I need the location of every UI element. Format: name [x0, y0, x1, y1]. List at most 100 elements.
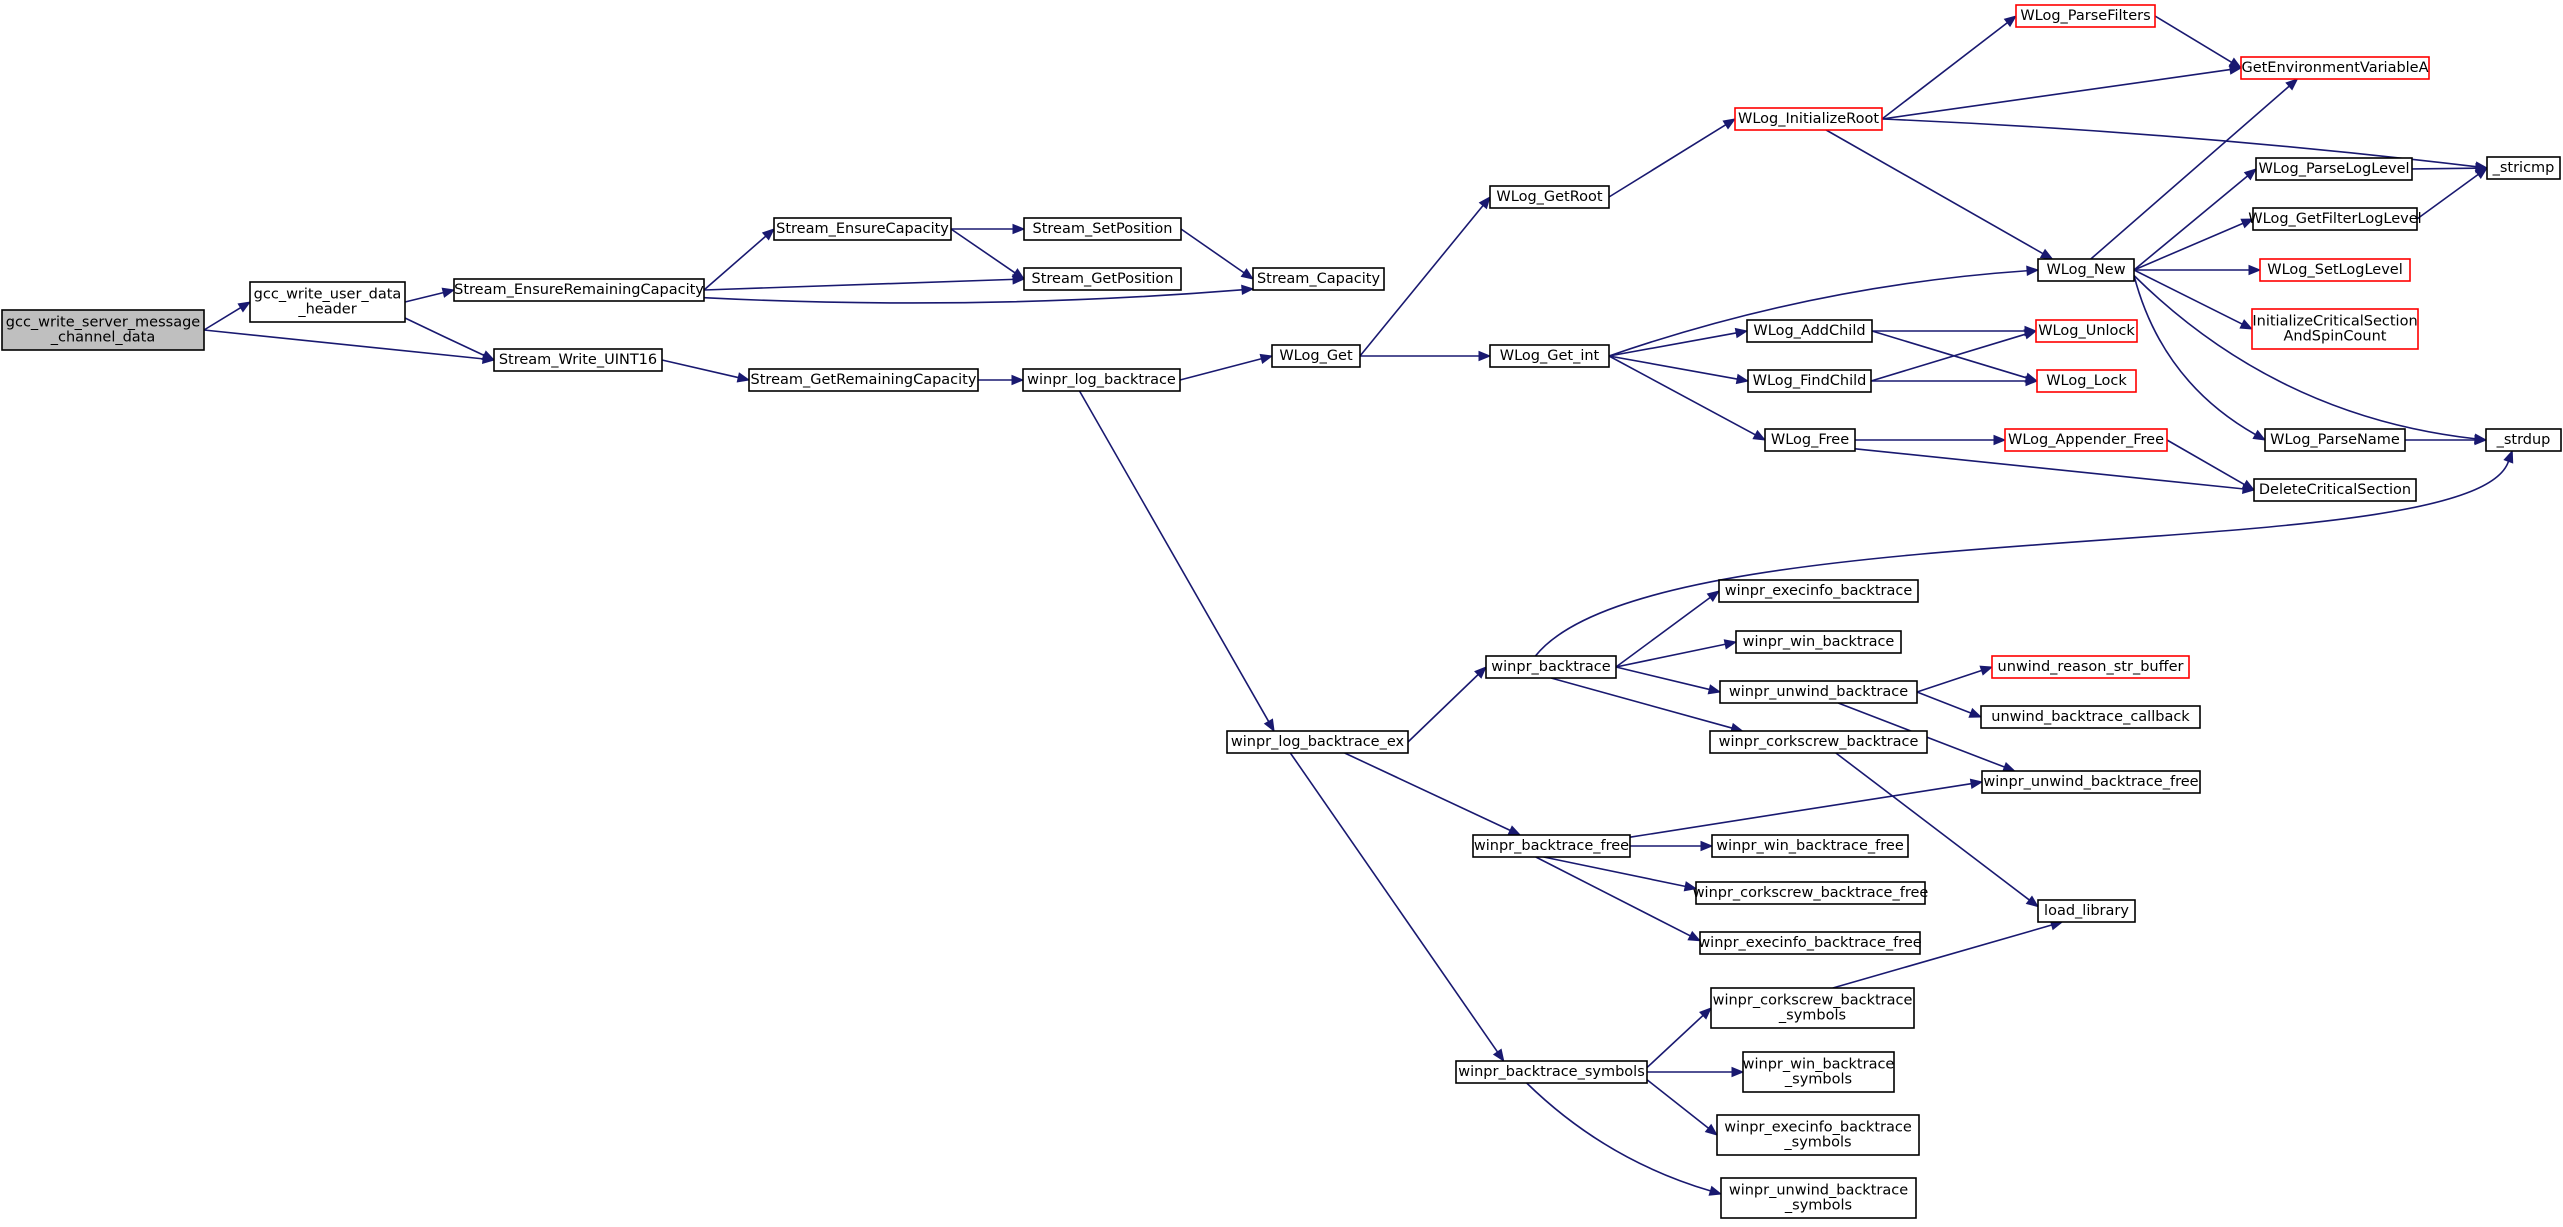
- node-box[interactable]: [1719, 680, 1918, 704]
- node-box[interactable]: [1485, 655, 1617, 679]
- node-box[interactable]: [1747, 369, 1872, 393]
- node-box[interactable]: [2037, 258, 2135, 282]
- node-ec[interactable]: Stream_EnsureCapacity: [773, 217, 952, 241]
- node-stricmp[interactable]: _stricmp: [2486, 156, 2561, 180]
- node-bt[interactable]: winpr_backtrace: [1485, 655, 1617, 679]
- node-winfree[interactable]: winpr_win_backtrace_free: [1711, 834, 1909, 858]
- node-box[interactable]: [1, 309, 205, 351]
- node-box[interactable]: [1022, 368, 1181, 392]
- node-btsym[interactable]: winpr_backtrace_symbols: [1455, 1060, 1648, 1084]
- node-wlbt[interactable]: winpr_log_backtrace: [1022, 368, 1181, 392]
- node-unlock[interactable]: WLog_Unlock: [2035, 319, 2138, 343]
- node-loadlib[interactable]: load_library: [2037, 899, 2136, 923]
- node-box[interactable]: [2264, 428, 2406, 452]
- node-box[interactable]: [1734, 107, 1883, 131]
- node-box[interactable]: [1226, 730, 1409, 754]
- node-box[interactable]: [1711, 834, 1909, 858]
- node-box[interactable]: [1981, 770, 2201, 794]
- node-wlget[interactable]: WLog_Get: [1271, 344, 1361, 368]
- node-execsym[interactable]: winpr_execinfo_backtrace_symbols: [1716, 1114, 1920, 1156]
- node-unwbt[interactable]: winpr_unwind_backtrace: [1719, 680, 1918, 704]
- node-box[interactable]: [1489, 344, 1610, 368]
- node-cap[interactable]: Stream_Capacity: [1252, 267, 1385, 291]
- node-erc[interactable]: Stream_EnsureRemainingCapacity: [453, 278, 705, 302]
- node-wu16[interactable]: Stream_Write_UINT16: [493, 348, 663, 372]
- node-box[interactable]: [1023, 267, 1182, 291]
- node-box[interactable]: [1718, 579, 1919, 603]
- node-setpos[interactable]: Stream_SetPosition: [1023, 217, 1182, 241]
- node-getenv[interactable]: GetEnvironmentVariableA: [2240, 56, 2430, 80]
- node-lock[interactable]: WLog_Lock: [2036, 369, 2137, 393]
- node-execfree[interactable]: winpr_execinfo_backtrace_free: [1698, 931, 1922, 955]
- node-box[interactable]: [2037, 899, 2136, 923]
- node-winsym[interactable]: winpr_win_backtrace_symbols: [1742, 1051, 1895, 1093]
- node-getfilterloglevel[interactable]: WLog_GetFilterLogLevel: [2248, 207, 2422, 231]
- node-box[interactable]: [1735, 630, 1902, 654]
- node-strdup[interactable]: _strdup: [2485, 428, 2562, 452]
- node-unwcb[interactable]: unwind_backtrace_callback: [1980, 705, 2201, 729]
- node-box[interactable]: [1991, 655, 2190, 679]
- node-box[interactable]: [1746, 319, 1873, 343]
- node-box[interactable]: [1709, 730, 1928, 754]
- node-box[interactable]: [1764, 428, 1856, 452]
- node-box[interactable]: [2251, 308, 2419, 350]
- node-unwfree[interactable]: winpr_unwind_backtrace_free: [1981, 770, 2201, 794]
- node-wlbtex[interactable]: winpr_log_backtrace_ex: [1226, 730, 1409, 754]
- node-setloglevel[interactable]: WLog_SetLogLevel: [2259, 258, 2411, 282]
- node-parsefilters[interactable]: WLog_ParseFilters: [2015, 4, 2156, 28]
- node-box[interactable]: [1699, 931, 1921, 955]
- node-corkfree[interactable]: winpr_corkscrew_backtrace_free: [1693, 881, 1929, 905]
- node-box[interactable]: [1472, 834, 1631, 858]
- node-getroot[interactable]: WLog_GetRoot: [1489, 185, 1610, 209]
- node-findchild[interactable]: WLog_FindChild: [1747, 369, 1872, 393]
- node-box[interactable]: [2240, 56, 2430, 80]
- node-box[interactable]: [249, 281, 406, 323]
- node-appfree[interactable]: WLog_Appender_Free: [2004, 428, 2168, 452]
- node-parseloglevel[interactable]: WLog_ParseLogLevel: [2255, 157, 2413, 181]
- node-box[interactable]: [2252, 207, 2418, 231]
- node-box[interactable]: [1271, 344, 1361, 368]
- node-unwreason[interactable]: unwind_reason_str_buffer: [1991, 655, 2190, 679]
- node-unwsym[interactable]: winpr_unwind_backtrace_symbols: [1720, 1177, 1917, 1219]
- node-box[interactable]: [2004, 428, 2168, 452]
- node-initroot[interactable]: WLog_InitializeRoot: [1734, 107, 1883, 131]
- node-execbt[interactable]: winpr_execinfo_backtrace: [1718, 579, 1919, 603]
- node-delcs[interactable]: DeleteCriticalSection: [2253, 478, 2417, 502]
- node-box[interactable]: [2015, 4, 2156, 28]
- node-box[interactable]: [773, 217, 952, 241]
- node-winbt[interactable]: winpr_win_backtrace: [1735, 630, 1902, 654]
- node-box[interactable]: [493, 348, 663, 372]
- node-box[interactable]: [1455, 1060, 1648, 1084]
- node-box[interactable]: [1710, 987, 1915, 1029]
- node-box[interactable]: [2486, 156, 2561, 180]
- node-grc[interactable]: Stream_GetRemainingCapacity: [748, 368, 979, 392]
- node-box[interactable]: [453, 278, 705, 302]
- node-free[interactable]: WLog_Free: [1764, 428, 1856, 452]
- node-box[interactable]: [1716, 1114, 1920, 1156]
- node-box[interactable]: [2485, 428, 2562, 452]
- node-box[interactable]: [1742, 1051, 1895, 1093]
- node-parsename[interactable]: WLog_ParseName: [2264, 428, 2406, 452]
- node-box[interactable]: [1489, 185, 1610, 209]
- node-box[interactable]: [1980, 705, 2201, 729]
- node-box[interactable]: [2035, 319, 2138, 343]
- node-new[interactable]: WLog_New: [2037, 258, 2135, 282]
- node-gcc_hdr[interactable]: gcc_write_user_data_header: [249, 281, 406, 323]
- node-box[interactable]: [2255, 157, 2413, 181]
- node-root[interactable]: gcc_write_server_message_channel_data: [1, 309, 205, 351]
- node-corksym[interactable]: winpr_corkscrew_backtrace_symbols: [1710, 987, 1915, 1029]
- node-btfree[interactable]: winpr_backtrace_free: [1472, 834, 1631, 858]
- node-box[interactable]: [2036, 369, 2137, 393]
- node-box[interactable]: [1023, 217, 1182, 241]
- node-box[interactable]: [2253, 478, 2417, 502]
- node-box[interactable]: [1720, 1177, 1917, 1219]
- node-box[interactable]: [1252, 267, 1385, 291]
- node-box[interactable]: [1695, 881, 1926, 905]
- node-getint[interactable]: WLog_Get_int: [1489, 344, 1610, 368]
- node-corkbt[interactable]: winpr_corkscrew_backtrace: [1709, 730, 1928, 754]
- node-box[interactable]: [2259, 258, 2411, 282]
- node-addchild[interactable]: WLog_AddChild: [1746, 319, 1873, 343]
- node-box[interactable]: [748, 368, 979, 392]
- node-getpos[interactable]: Stream_GetPosition: [1023, 267, 1182, 291]
